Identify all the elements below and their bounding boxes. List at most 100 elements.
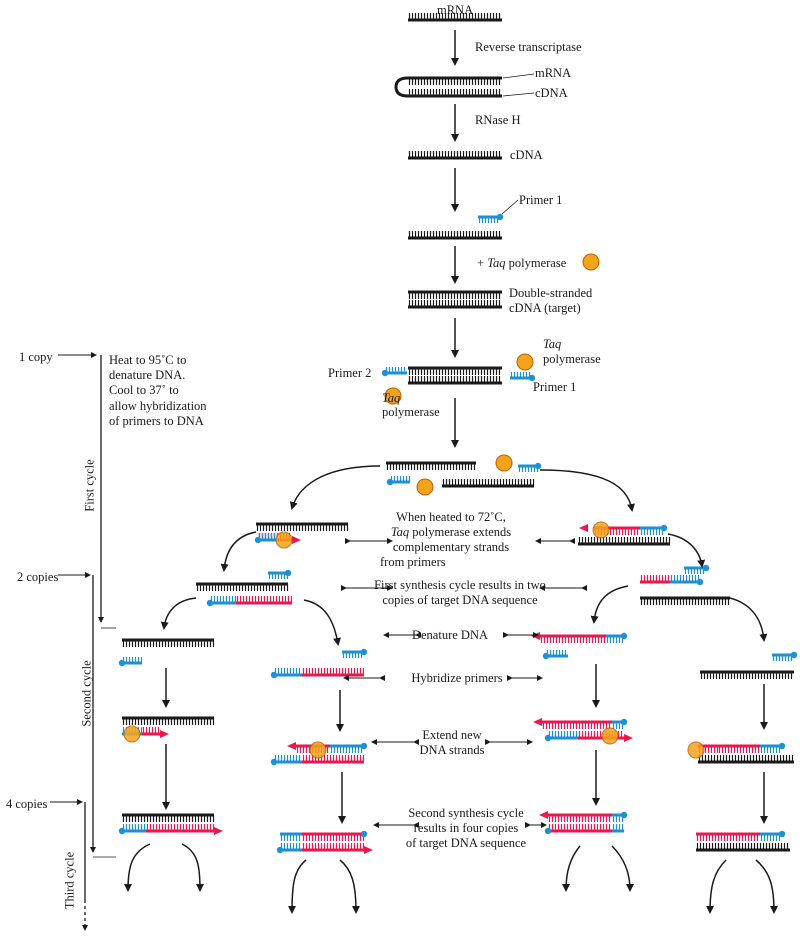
double-stranded-label-1: Double-stranded bbox=[509, 286, 593, 300]
a3-new bbox=[122, 824, 215, 833]
primer-end-dot bbox=[270, 758, 278, 766]
strand-bases bbox=[478, 217, 499, 223]
l2-new-strand bbox=[210, 596, 293, 605]
heated72-label-4: from primers bbox=[380, 555, 446, 569]
b1-strand bbox=[274, 668, 365, 677]
taq-polymerase-icon bbox=[416, 478, 434, 496]
strand-bases bbox=[408, 231, 501, 238]
strand-bases bbox=[518, 466, 539, 472]
strand-bases bbox=[408, 376, 501, 383]
primer-end-dot bbox=[696, 578, 704, 586]
free-primer bbox=[122, 657, 143, 665]
mrna-strand bbox=[408, 13, 502, 22]
strand-direction-head bbox=[287, 742, 296, 750]
primer-end-dot bbox=[276, 846, 284, 854]
strand-bases bbox=[122, 657, 143, 663]
b3-top bbox=[280, 832, 365, 841]
flow-arrow bbox=[729, 597, 768, 642]
double-stranded-label-2: cDNA (target) bbox=[509, 301, 581, 315]
free-primer bbox=[772, 653, 794, 661]
primer1-pointer bbox=[501, 199, 519, 215]
primer-end-dot bbox=[660, 524, 668, 532]
extend-label-1: Extend new bbox=[422, 728, 482, 742]
l1-template bbox=[256, 522, 349, 531]
split-top-strand bbox=[386, 461, 476, 470]
strand-bases bbox=[408, 292, 501, 299]
d2-template bbox=[698, 755, 794, 764]
strand-bases bbox=[274, 668, 301, 675]
primer-end-dot bbox=[778, 830, 786, 838]
strand-direction-head bbox=[579, 524, 588, 532]
heated72-label-2: Taq polymerase extends bbox=[390, 525, 512, 539]
strand-bases bbox=[142, 727, 160, 734]
primer-end-dot bbox=[381, 369, 389, 377]
flow-arrow bbox=[706, 859, 727, 914]
double-stranded-cdna-top bbox=[408, 290, 502, 299]
strand-bases bbox=[700, 672, 793, 679]
strand-bases bbox=[760, 746, 781, 753]
strand-bases bbox=[684, 568, 705, 574]
denatured-target-top bbox=[408, 366, 502, 375]
strand-direction-head bbox=[214, 827, 223, 835]
flow-arrow bbox=[539, 469, 635, 512]
reverse-transcriptase-label: Reverse transcriptase bbox=[475, 40, 582, 54]
strand-bases bbox=[236, 596, 293, 603]
flow-arrow bbox=[288, 859, 307, 914]
primer-end-dot bbox=[206, 599, 214, 607]
taq-polymerase-icon bbox=[384, 387, 402, 405]
a2-template bbox=[122, 716, 215, 725]
strand-bases bbox=[330, 746, 363, 753]
strand-bases bbox=[258, 533, 279, 540]
rnase-h-label: RNase H bbox=[475, 113, 521, 127]
mrna-side-label: mRNA bbox=[535, 66, 572, 80]
strand-bases bbox=[302, 834, 365, 841]
strand-bases bbox=[210, 596, 237, 603]
strand-bases bbox=[442, 479, 535, 486]
primer-end-dot bbox=[778, 742, 786, 750]
free-primer bbox=[268, 571, 289, 579]
primer-end-dot bbox=[620, 632, 628, 640]
strand-bases bbox=[696, 834, 759, 841]
strand-bases bbox=[256, 524, 349, 531]
taq-right-label-1: Taq bbox=[543, 337, 562, 351]
strand-bases bbox=[385, 367, 406, 373]
b2-template bbox=[274, 755, 365, 764]
flow-arrow bbox=[611, 845, 634, 892]
second-synthesis-label-1: Second synthesis cycle bbox=[408, 806, 524, 820]
taq-polymerase-icon bbox=[275, 531, 293, 549]
strand-direction-head bbox=[624, 734, 633, 742]
flow-arrow bbox=[755, 859, 778, 914]
d3-bottom bbox=[696, 843, 790, 852]
r2-new-strand bbox=[640, 575, 700, 584]
strand-bases bbox=[146, 824, 215, 831]
flow-arrow bbox=[220, 531, 257, 572]
strand-bases bbox=[302, 668, 365, 675]
strand-bases bbox=[640, 528, 664, 535]
mrna-pointer bbox=[502, 73, 535, 79]
strand-direction-head bbox=[160, 730, 169, 738]
strand-direction-head bbox=[364, 846, 373, 854]
mrna-top-label: mRNA bbox=[437, 3, 474, 17]
third-cycle-label: Third cycle bbox=[62, 851, 77, 910]
process-arrows bbox=[50, 30, 778, 931]
free-primer bbox=[684, 566, 706, 574]
cdna-primer-step bbox=[408, 231, 502, 240]
strand-bases bbox=[640, 598, 730, 605]
strand-bases bbox=[408, 89, 501, 96]
strand-bases bbox=[772, 655, 793, 661]
heat-label-1: Heat to 95˚C to bbox=[109, 353, 187, 367]
first-cycle-label: First cycle bbox=[82, 459, 97, 512]
strand-bases bbox=[196, 584, 289, 591]
strand-direction-head bbox=[533, 718, 542, 726]
heat-label-5: of primers to DNA bbox=[109, 414, 204, 428]
strand-bases bbox=[408, 78, 501, 85]
d2-extend bbox=[698, 744, 782, 753]
strand-bases bbox=[760, 834, 781, 841]
strand-bases bbox=[302, 755, 365, 762]
primer-end-dot bbox=[620, 811, 628, 819]
heated72-label-3: complementary strands bbox=[392, 540, 510, 554]
hairpin-loop bbox=[394, 76, 409, 98]
strand-bases bbox=[122, 640, 215, 647]
